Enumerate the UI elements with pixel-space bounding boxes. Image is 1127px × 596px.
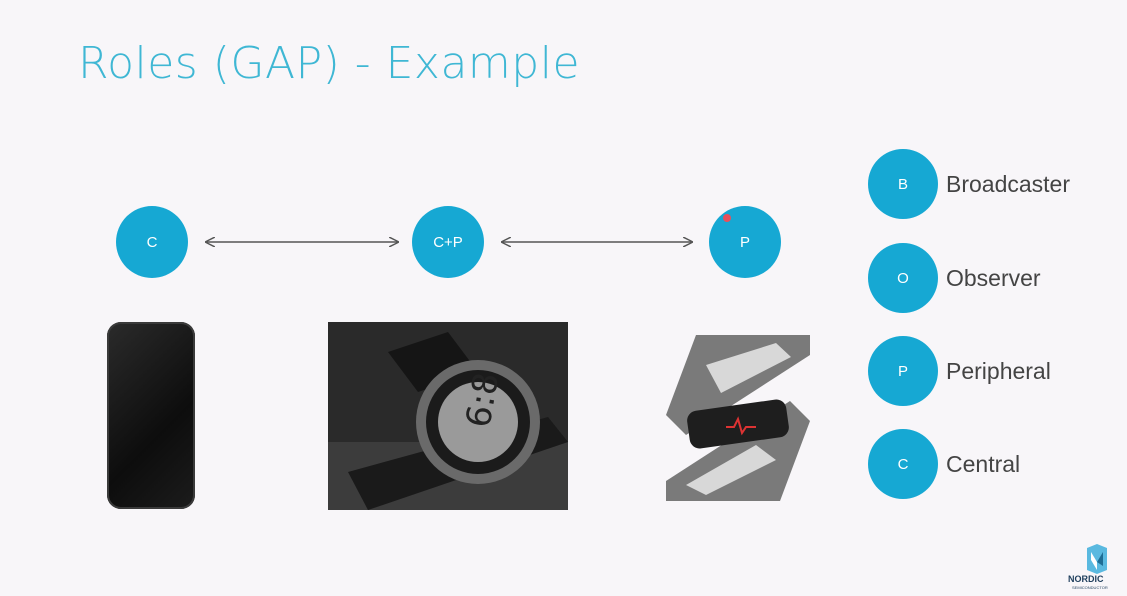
legend-item-central: C Central bbox=[868, 428, 1020, 500]
node-peripheral: P bbox=[709, 206, 781, 278]
legend-label-broadcaster: Broadcaster bbox=[946, 170, 1071, 197]
legend-item-observer: O Observer bbox=[868, 242, 1041, 314]
legend-badge-observer: O bbox=[868, 243, 938, 313]
node-central-peripheral: C+P bbox=[412, 206, 484, 278]
smartwatch-image: 6:8 bbox=[328, 322, 568, 510]
legend-badge-peripheral: P bbox=[868, 336, 938, 406]
legend-label-peripheral: Peripheral bbox=[946, 357, 1051, 384]
logo-subtext: SEMICONDUCTOR bbox=[1072, 585, 1108, 590]
nordic-logo-icon bbox=[1087, 544, 1107, 574]
logo-wordmark: NORDIC bbox=[1068, 574, 1104, 584]
heart-rate-strap-image bbox=[666, 335, 810, 501]
legend-badge-central: C bbox=[868, 429, 938, 499]
legend-item-broadcaster: B Broadcaster bbox=[868, 148, 1070, 220]
node-central: C bbox=[116, 206, 188, 278]
slide-title: Roles (GAP) - Example bbox=[78, 38, 581, 89]
smartphone-image bbox=[107, 322, 195, 509]
pointer-dot bbox=[723, 214, 731, 222]
legend-label-observer: Observer bbox=[946, 264, 1041, 291]
legend-badge-broadcaster: B bbox=[868, 149, 938, 219]
legend-label-central: Central bbox=[946, 450, 1021, 477]
legend-item-peripheral: P Peripheral bbox=[868, 335, 1051, 407]
svg-text:6:8: 6:8 bbox=[458, 370, 507, 431]
